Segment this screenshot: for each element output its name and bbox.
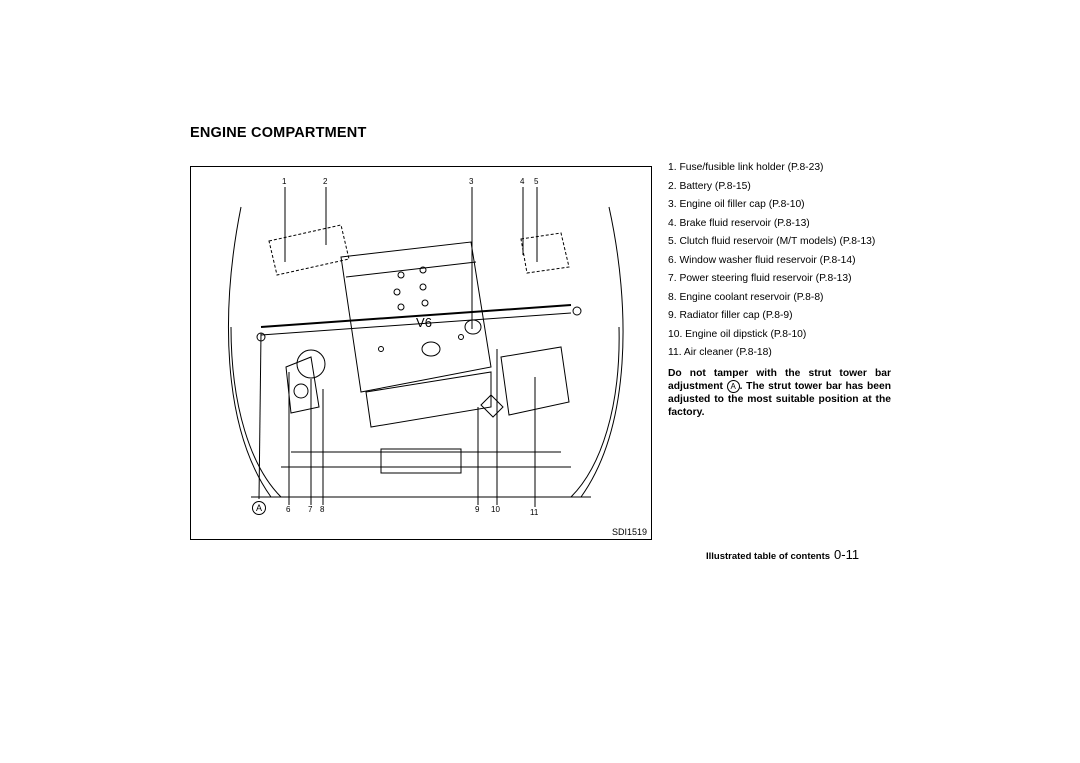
note-text-after: . The strut tower bar has been adjusted … (668, 381, 891, 419)
list-item: 1. Fuse/fusible link holder (P.8-23) (668, 162, 824, 173)
list-item: 4. Brake fluid reservoir (P.8-13) (668, 217, 810, 229)
strut-bar-note: Do not tamper with the strut tower bar a… (668, 367, 891, 419)
list-item: 2. Battery (P.8-15) (668, 180, 751, 192)
list-item: 10. Engine oil dipstick (P.8-10) (668, 328, 807, 340)
figure-code: SDI1519 (611, 527, 647, 537)
callout-5: 5 (534, 177, 539, 186)
callout-7: 7 (308, 505, 313, 514)
note-marker-a: A (726, 380, 740, 393)
callout-11: 11 (530, 508, 539, 517)
callout-2: 2 (323, 177, 328, 186)
callout-1: 1 (282, 177, 287, 186)
page-number: 0-11 (834, 547, 860, 562)
callout-8: 8 (320, 505, 325, 514)
callout-10: 10 (491, 505, 500, 514)
note-text-before: Do not tamper with the strut tower bar a… (668, 368, 891, 393)
list-item: 7. Power steering fluid reservoir (P.8-1… (668, 273, 852, 284)
marker-a-circle (252, 501, 266, 515)
marker-a: A (256, 503, 262, 513)
engine-label: V6 (416, 315, 432, 330)
callout-6: 6 (286, 505, 291, 514)
list-item: 6. Window washer fluid reservoir (P.8-14… (668, 254, 856, 266)
engine-compartment-figure: A V6 1 2 3 4 5 6 7 8 9 10 11 SDI1519 (190, 166, 652, 540)
callout-3: 3 (469, 177, 474, 186)
list-item: 9. Radiator filler cap (P.8-9) (668, 310, 793, 321)
footer-section-label: Illustrated table of contents (706, 551, 831, 562)
page-title: ENGINE COMPARTMENT (190, 125, 367, 141)
engine-illustration: A V6 (228, 187, 624, 515)
list-item: 11. Air cleaner (P.8-18) (668, 347, 772, 358)
list-item: 5. Clutch fluid reservoir (M/T models) (… (668, 236, 876, 247)
list-item: 8. Engine coolant reservoir (P.8-8) (668, 291, 824, 303)
component-list: 1. Fuse/fusible link holder (P.8-23) 2. … (668, 162, 898, 366)
list-item: 3. Engine oil filler cap (P.8-10) (668, 199, 805, 210)
callout-4: 4 (520, 177, 525, 186)
callout-9: 9 (475, 505, 480, 514)
